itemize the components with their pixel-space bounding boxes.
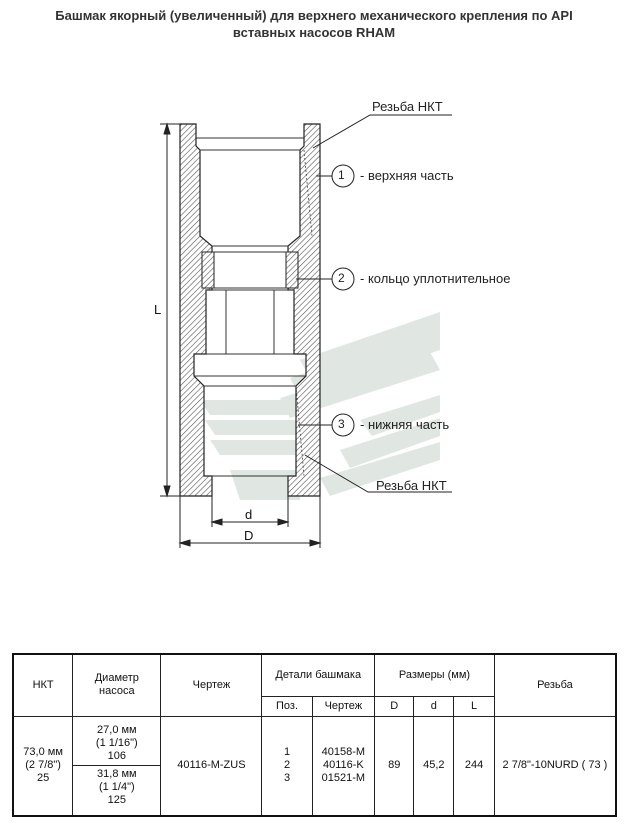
cell-nkt: 73,0 мм (2 7/8") 25: [12, 715, 74, 817]
callout-number-1: 1: [338, 168, 345, 182]
body-section-left: [179, 123, 213, 497]
spec-table: НКТ Диаметр насоса Чертеж Детали башмака…: [12, 653, 617, 817]
callout-circles: [331, 164, 355, 437]
dimension-d-label: d: [245, 507, 253, 522]
seal-ring: [201, 251, 299, 289]
thread-bottom-label: Резьба НКТ: [376, 478, 447, 493]
dimension-d: [210, 496, 290, 527]
dimension-D-label: D: [244, 528, 254, 543]
pump-a-code: 106: [107, 750, 126, 763]
part-3-label: - нижняя часть: [360, 417, 450, 432]
callout-circle-3: [331, 413, 355, 437]
header-part-drawing: Чертеж: [311, 695, 376, 717]
pump-a-mm: 27,0 мм: [97, 724, 137, 737]
header-sizes: Размеры (мм): [374, 653, 495, 697]
cell-positions: 1 2 3: [261, 715, 313, 817]
header-D: D: [374, 695, 415, 717]
header-shoe-parts: Детали башмака: [261, 653, 376, 697]
nkt-code: 25: [36, 772, 50, 785]
thread-top-label: Резьба НКТ: [372, 99, 443, 114]
callout-number-3: 3: [338, 417, 345, 431]
header-drawing: Чертеж: [160, 653, 263, 717]
part-2-label: - кольцо уплотнительное: [360, 271, 511, 286]
inner-contour: [194, 137, 306, 477]
header-pos: Поз.: [261, 695, 313, 717]
pump-a-inch: (1 1/16"): [95, 737, 138, 750]
part-1-label: - верхняя часть: [360, 168, 454, 183]
pump-b-code: 125: [107, 794, 126, 807]
pump-b-mm: 31,8 мм: [97, 768, 137, 781]
position-3: 3: [283, 772, 291, 785]
pump-b-inch: (1 1/4"): [98, 781, 135, 794]
leader-lines: [296, 114, 452, 493]
header-thread: Резьба: [493, 653, 617, 717]
callout-number-2: 2: [338, 271, 345, 285]
part-drawing-1: 40158-M: [321, 746, 366, 759]
callout-circle-2: [331, 267, 355, 291]
page-title: Башмак якорный (увеличенный) для верхнег…: [0, 7, 628, 41]
thread-lines: [295, 149, 313, 477]
header-d: d: [413, 695, 455, 717]
technical-drawing: [160, 114, 452, 548]
header-nkt: НКТ: [12, 653, 74, 717]
title-line-1: Башмак якорный (увеличенный) для верхнег…: [55, 8, 573, 23]
cell-thread: 2 7/8"-10NURD ( 73 ): [493, 715, 617, 817]
cell-pump-diameter: 27,0 мм (1 1/16") 106 31,8 мм (1 1/4") 1…: [72, 715, 162, 817]
cell-drawing: 40116-M-ZUS: [160, 715, 263, 817]
part-drawing-3: 01521-M: [321, 772, 366, 785]
position-1: 1: [283, 746, 291, 759]
dimension-L: [160, 122, 180, 498]
cell-L: 244: [453, 715, 495, 817]
pump-divider: [73, 765, 161, 767]
dimension-L-label: L: [154, 302, 162, 317]
dimension-D: [178, 496, 322, 548]
nkt-size-inch: (2 7/8"): [25, 759, 61, 772]
cell-part-drawings: 40158-M 40116-K 01521-M: [311, 715, 376, 817]
nkt-size-mm: 73,0 мм: [23, 746, 63, 759]
cell-D: 89: [374, 715, 415, 817]
position-2: 2: [283, 759, 291, 772]
header-pump-diameter: Диаметр насоса: [72, 653, 162, 717]
title-line-2: вставных насосов RHAM: [232, 25, 396, 40]
part-drawing-2: 40116-K: [322, 759, 364, 772]
header-L: L: [453, 695, 495, 717]
callout-circle-1: [331, 164, 355, 188]
cell-d: 45,2: [413, 715, 455, 817]
